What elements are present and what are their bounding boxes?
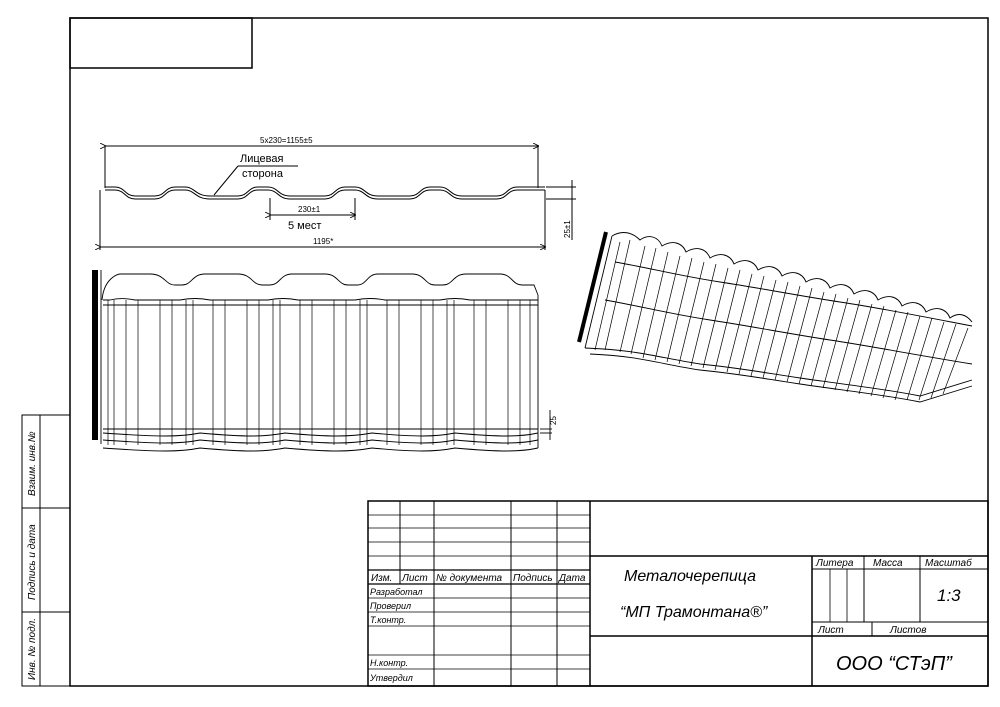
tb-role-nkontr: Н.контр. <box>370 658 408 668</box>
sheet-isometric-view <box>577 231 973 403</box>
tb-role-prover: Проверил <box>370 601 411 611</box>
dim-plan-height: 25 <box>549 416 558 425</box>
drawing-frame <box>69 17 989 687</box>
side-stamp-vzaim: Взаим. инв.№ <box>27 431 38 496</box>
tb-sheet: Лист <box>817 625 844 636</box>
side-stamp-inv: Инв. № подл. <box>27 618 38 680</box>
product-name-line1: Металочерепица <box>624 568 756 585</box>
dim-height: 25±1 <box>563 220 572 238</box>
tb-role-razrab: Разработал <box>370 587 422 597</box>
tb-sheets: Листов <box>889 625 926 636</box>
dim-wave-pitch: 230±1 <box>298 205 321 214</box>
side-stamp <box>21 414 71 687</box>
company-name: ООО “СТэП” <box>836 653 953 675</box>
tb-role-utverd: Утвердил <box>369 673 413 683</box>
tb-massa: Масса <box>873 558 903 569</box>
tb-role-tkontr: Т.контр. <box>370 615 406 625</box>
tb-header-izm: Изм. <box>371 573 392 584</box>
profile-section <box>100 145 576 250</box>
corner-box <box>69 17 253 69</box>
tb-masshtab: Масштаб <box>925 557 972 569</box>
side-stamp-podpis: Подпись и дата <box>27 524 38 600</box>
face-side-label-1: Лицевая <box>240 153 283 165</box>
tb-header-date: Дата <box>558 573 586 584</box>
dim-places: 5 мест <box>288 220 321 232</box>
tb-scale-value: 1:3 <box>937 586 961 605</box>
title-block-lines <box>367 500 989 687</box>
tb-litera: Литера <box>815 558 854 569</box>
product-name-line2: “МП Трамонтана®” <box>620 604 768 621</box>
face-side-label-2: сторона <box>242 168 284 180</box>
tb-header-doc: № документа <box>436 573 503 584</box>
tb-header-list: Лист <box>401 573 428 584</box>
sheet-plan-view <box>92 270 552 452</box>
tb-header-sign: Подпись <box>513 573 553 584</box>
dim-total-width: 1195* <box>313 237 333 246</box>
dim-overall-pitch: 5x230=1155±5 <box>260 136 313 145</box>
